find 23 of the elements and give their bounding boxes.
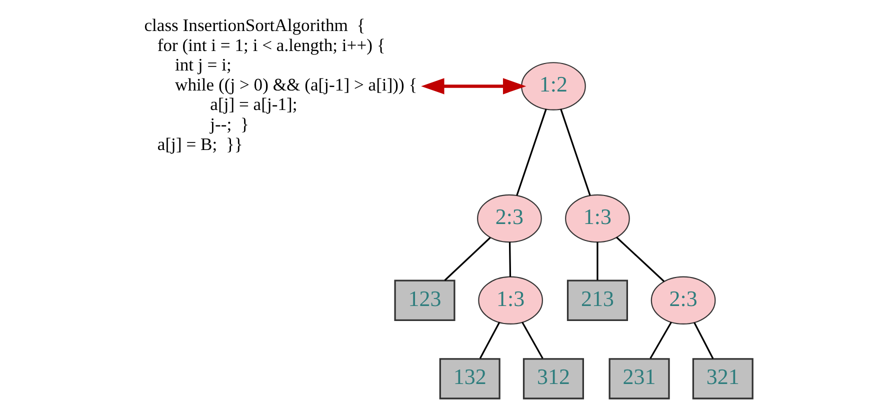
node-box: 123 [394, 280, 455, 321]
connector [508, 242, 511, 277]
connector [596, 242, 598, 280]
node-ellipse: 1:3 [564, 194, 630, 243]
connector [478, 322, 500, 359]
node-box: 132 [438, 358, 500, 400]
connector [649, 322, 672, 359]
connector [444, 237, 490, 281]
connector [516, 108, 546, 196]
connector [560, 108, 590, 196]
node-text: class InsertionSortAlgorithm { for (int i = 1; i < a.length; i++) { int j = i; while ((j > 0) && (a[j-1] > a[i])) { a[j] = a[j-1]; j--; } a[j] = B; }} [144, 14, 417, 154]
connector [521, 322, 543, 359]
arrow [420, 78, 526, 94]
node-box: 213 [566, 280, 628, 321]
node-box: 231 [608, 358, 670, 400]
node-box: 321 [692, 358, 753, 400]
node-ellipse: 1:2 [520, 62, 586, 110]
connector [693, 322, 714, 359]
node-box: 312 [522, 358, 584, 400]
connector [615, 236, 664, 282]
node-ellipse: 2:3 [476, 194, 542, 243]
node-ellipse: 2:3 [650, 276, 716, 324]
node-ellipse: 1:3 [478, 276, 542, 324]
